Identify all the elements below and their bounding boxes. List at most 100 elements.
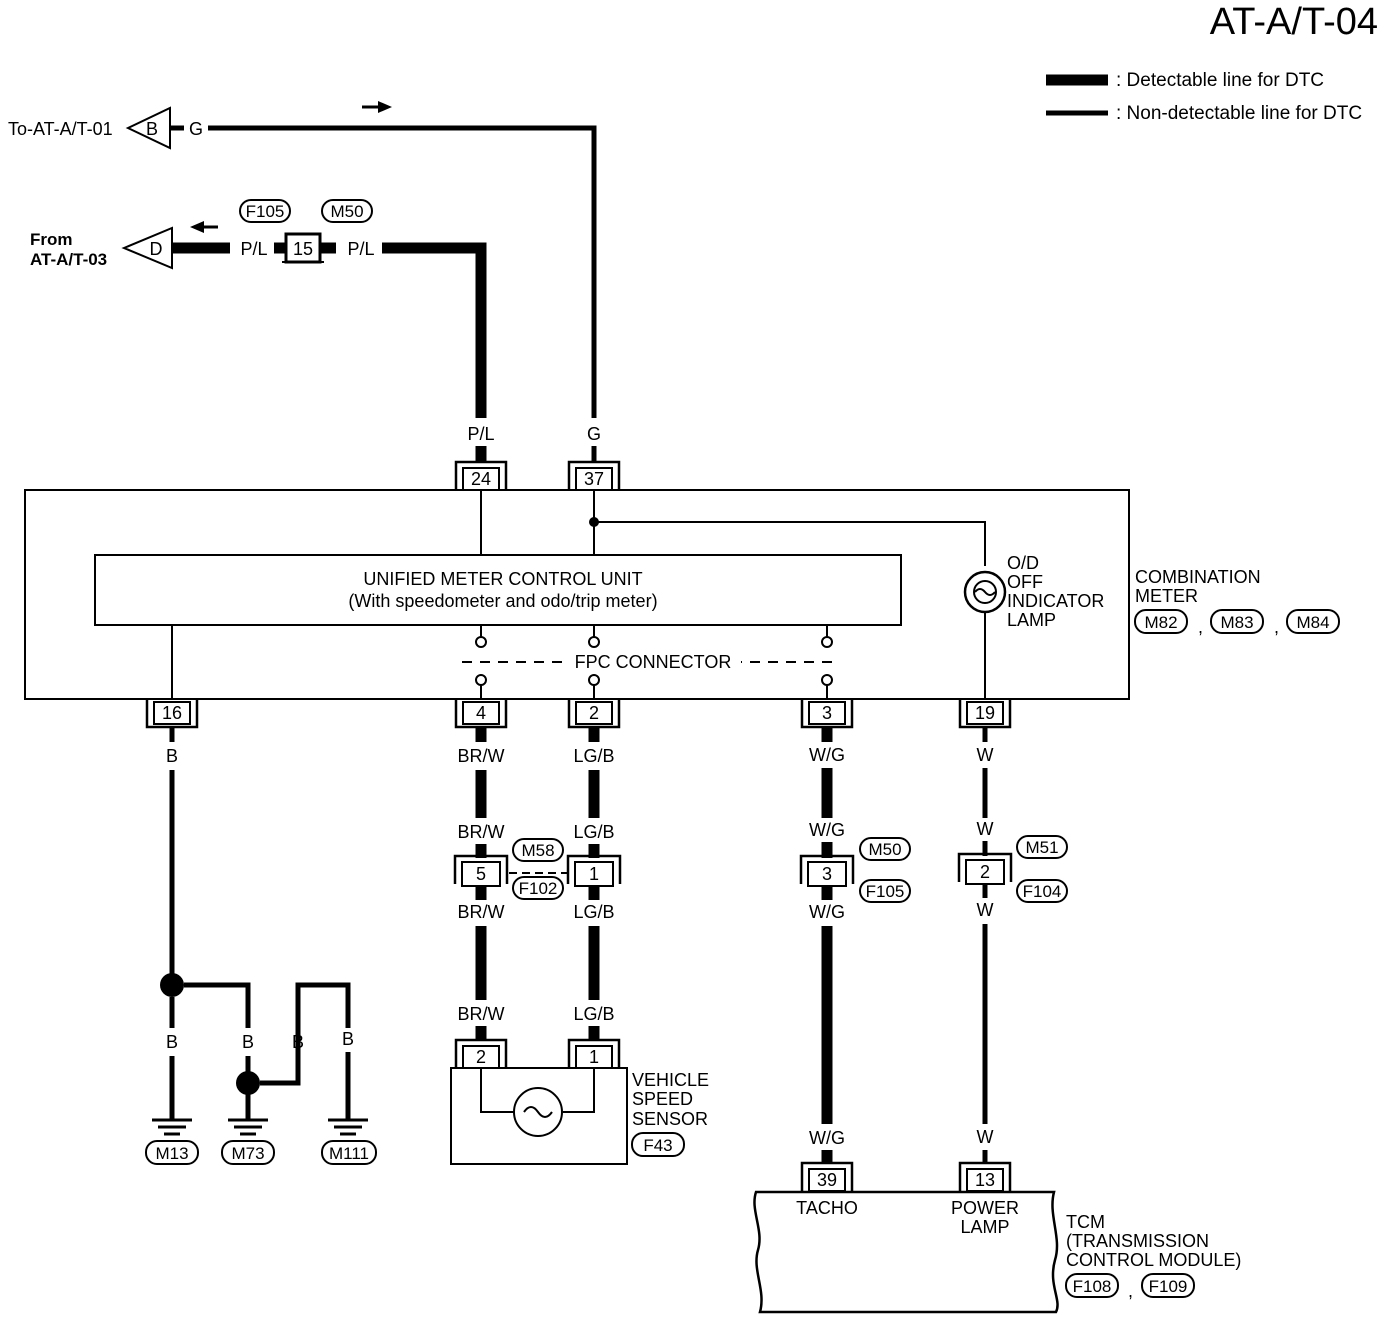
od-off-indicator-lamp (963, 570, 1007, 614)
svg-text:M50: M50 (868, 840, 901, 859)
wire-color-pl: P/L (467, 424, 494, 444)
connector-tag-m111: M111 (321, 1140, 377, 1165)
tcm-power-label-2: LAMP (960, 1217, 1009, 1237)
wire-color-g: G (587, 424, 601, 444)
svg-text:2: 2 (589, 703, 599, 723)
joint-connector-15: 15 (282, 232, 324, 264)
page-title: AT-A/T-04 (1210, 1, 1378, 43)
svg-text:M111: M111 (329, 1144, 369, 1163)
combination-meter-label-1: COMBINATION (1135, 567, 1261, 587)
sensor-label-3: SENSOR (632, 1109, 708, 1129)
from-label-1: From (30, 230, 73, 249)
ucu-title: UNIFIED METER CONTROL UNIT (363, 569, 642, 589)
wire-color-pl-left: P/L (240, 239, 267, 259)
legend-detectable-text: : Detectable line for DTC (1116, 70, 1324, 91)
comma-3: , (1128, 1281, 1133, 1301)
offpage-to-at01: To-AT-A/T-01 B G (8, 106, 203, 150)
wire-color-pl-right: P/L (347, 239, 374, 259)
svg-text:F108: F108 (1073, 1277, 1112, 1296)
offpage-from-at03: From AT-A/T-03 D (30, 226, 173, 270)
svg-text:16: 16 (162, 703, 182, 723)
terminal-19: 19 (958, 699, 1012, 729)
wire-color-g-top: G (189, 119, 203, 139)
svg-text:M84: M84 (1296, 613, 1329, 632)
tcm-box (753, 1190, 1059, 1314)
combination-meter-label-2: METER (1135, 586, 1198, 606)
joint-connector-1: 1 (566, 854, 622, 887)
svg-text:M58: M58 (521, 841, 554, 860)
wire-color-brw-3: BR/W (458, 902, 505, 922)
connector-tag-m50-top: M50 (321, 199, 373, 223)
ground-symbol-m13 (152, 1118, 192, 1136)
wire-color-wg-1: W/G (809, 745, 845, 765)
wire-color-brw-4: BR/W (458, 1004, 505, 1024)
sensor-label-1: VEHICLE (632, 1070, 709, 1090)
tcm-power-label-1: POWER (951, 1198, 1019, 1218)
terminal-3: 3 (800, 699, 854, 729)
ac-generator-icon (513, 1087, 563, 1137)
wire-color-b-16: B (166, 746, 178, 766)
joint-connector-3: 3 (799, 854, 855, 887)
lamp-text-3: INDICATOR (1007, 591, 1104, 611)
svg-text:M51: M51 (1025, 838, 1058, 857)
wire-color-wg-4: W/G (809, 1128, 845, 1148)
splice-b-2 (236, 1071, 260, 1095)
offpage-letter-d: D (150, 239, 163, 259)
wire-color-b-m13: B (166, 1032, 178, 1052)
connector-tag-m84: M84 (1286, 609, 1340, 634)
splice-b-1 (160, 973, 184, 997)
comma-1: , (1198, 617, 1203, 637)
svg-text:37: 37 (584, 469, 604, 489)
svg-text:24: 24 (471, 469, 491, 489)
svg-text:M83: M83 (1220, 613, 1253, 632)
connector-tag-f108: F108 (1065, 1273, 1119, 1298)
wire-color-wg-3: W/G (809, 902, 845, 922)
wire-pl (382, 242, 487, 418)
ground-symbol-m73 (228, 1118, 268, 1136)
connector-tag-m51: M51 (1016, 835, 1068, 859)
terminal-16: 16 (145, 699, 199, 729)
svg-text:2: 2 (980, 862, 990, 882)
sensor-terminal-1: 1 (567, 1038, 621, 1069)
offpage-letter-b: B (146, 119, 158, 139)
ground-symbol-m111 (328, 1118, 368, 1136)
tcm-terminal-39: 39 (800, 1161, 854, 1192)
tcm-label-2: (TRANSMISSION (1066, 1231, 1209, 1251)
connector-tag-f105-top: F105 (239, 199, 291, 223)
connector-tag-f105: F105 (859, 879, 911, 903)
svg-text:M82: M82 (1144, 613, 1177, 632)
tcm-label-1: TCM (1066, 1212, 1105, 1232)
connector-tag-f109: F109 (1141, 1273, 1195, 1298)
connector-tag-m50: M50 (859, 837, 911, 861)
wire-color-wg-2: W/G (809, 820, 845, 840)
unified-meter-control-unit (94, 554, 902, 626)
svg-text:5: 5 (476, 864, 486, 884)
fpc-contacts (475, 625, 833, 699)
svg-text:19: 19 (975, 703, 995, 723)
connector-tag-m82: M82 (1134, 609, 1188, 634)
wire-color-lgb-4: LG/B (573, 1004, 614, 1024)
flow-arrow-left (190, 221, 218, 233)
svg-text:4: 4 (476, 703, 486, 723)
lamp-text-2: OFF (1007, 572, 1043, 592)
svg-text:M73: M73 (231, 1144, 264, 1163)
legend: : Detectable line for DTC : Non-detectab… (1046, 70, 1362, 124)
offpage-arrow-d (121, 226, 173, 270)
connector-tag-m13: M13 (145, 1140, 199, 1165)
wire-g (208, 125, 597, 418)
ucu-subtitle: (With speedometer and odo/trip meter) (348, 591, 657, 611)
svg-text:M13: M13 (155, 1144, 188, 1163)
connector-tag-m73: M73 (221, 1140, 275, 1165)
terminal-2: 2 (567, 699, 621, 729)
fpc-connector-label: FPC CONNECTOR (575, 652, 732, 672)
joint-connector-2: 2 (957, 852, 1013, 885)
wire-color-lgb-3: LG/B (573, 902, 614, 922)
connector-tag-f104: F104 (1016, 879, 1068, 903)
svg-text:F43: F43 (643, 1136, 672, 1155)
tcm-label-3: CONTROL MODULE) (1066, 1250, 1241, 1270)
wire-color-w-1: W (977, 745, 994, 765)
svg-text:3: 3 (822, 703, 832, 723)
connector-tag-m83: M83 (1210, 609, 1264, 634)
svg-text:F109: F109 (1149, 1277, 1188, 1296)
wire-color-brw-2: BR/W (458, 822, 505, 842)
